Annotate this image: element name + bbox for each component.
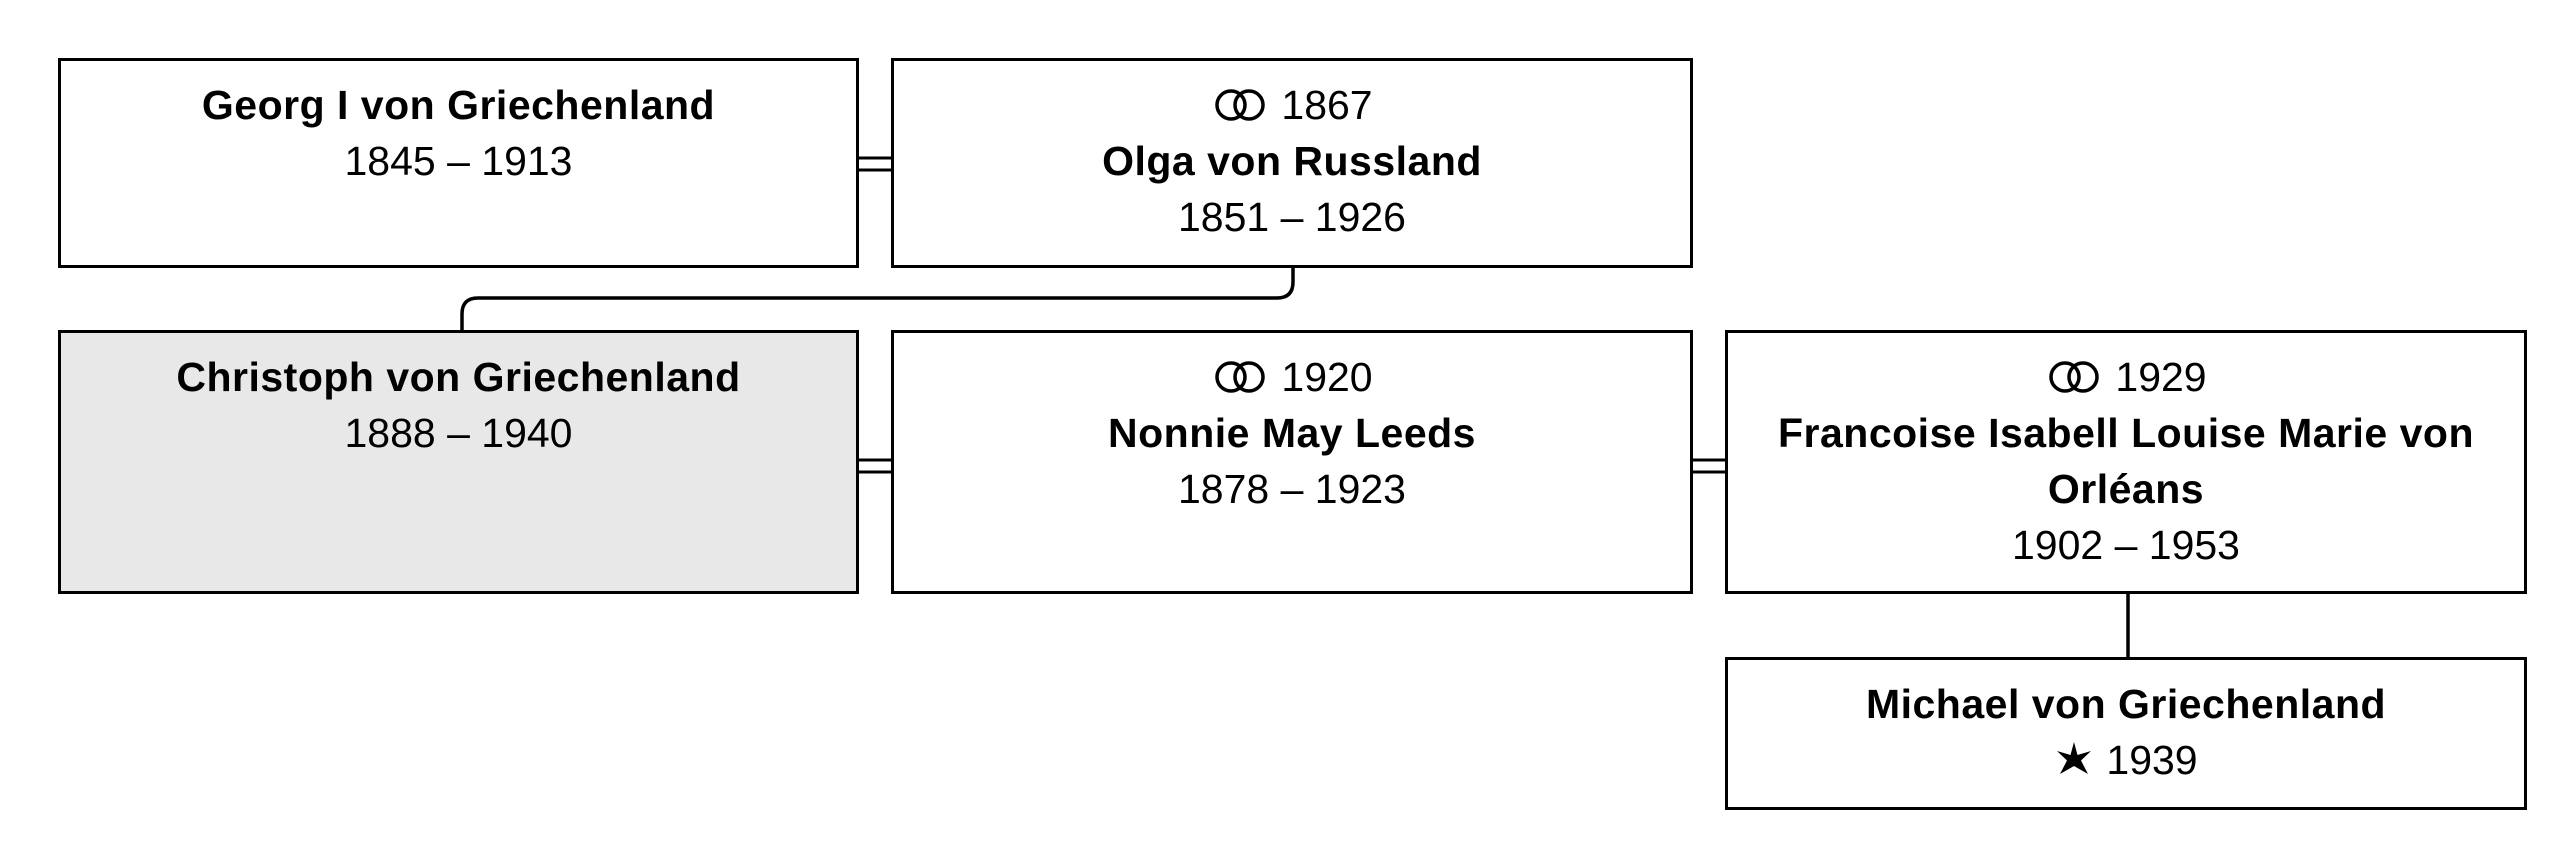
marriage-year: 1920 bbox=[1281, 354, 1373, 400]
marriage-info: 1929 bbox=[1728, 349, 2524, 405]
person-name: Francoise Isabell Louise Marie von Orléa… bbox=[1777, 410, 2474, 512]
person-box-michael[interactable]: Michael von Griechenland 1939 bbox=[1725, 657, 2527, 810]
person-years: 1851 – 1926 bbox=[1177, 194, 1406, 240]
person-name: Christoph von Griechenland bbox=[176, 354, 741, 400]
person-name: Michael von Griechenland bbox=[1865, 681, 2387, 727]
marriage-rings-icon bbox=[2049, 361, 2100, 393]
marriage-rings-icon bbox=[1215, 89, 1266, 121]
marriage-link-georg-olga bbox=[857, 156, 893, 172]
person-box-nonnie[interactable]: 1920 Nonnie May Leeds 1878 – 1923 bbox=[891, 330, 1693, 594]
person-years: 1888 – 1940 bbox=[344, 410, 573, 456]
person-box-olga[interactable]: 1867 Olga von Russland 1851 – 1926 bbox=[891, 58, 1693, 268]
person-box-francoise[interactable]: 1929 Francoise Isabell Louise Marie von … bbox=[1725, 330, 2527, 594]
marriage-year: 1867 bbox=[1281, 82, 1373, 128]
descent-line-parents-christoph bbox=[460, 268, 1295, 332]
person-years: 1902 – 1953 bbox=[2011, 522, 2240, 568]
birth-star-icon bbox=[2057, 742, 2092, 774]
marriage-link-nonnie-francoise bbox=[1690, 458, 1727, 474]
birth-info: 1939 bbox=[1728, 732, 2524, 788]
marriage-rings-icon bbox=[1215, 361, 1266, 393]
person-name: Nonnie May Leeds bbox=[1108, 410, 1476, 456]
person-box-georg[interactable]: Georg I von Griechenland 1845 – 1913 bbox=[58, 58, 859, 268]
marriage-info: 1867 bbox=[894, 77, 1690, 133]
marriage-year: 1929 bbox=[2115, 354, 2207, 400]
person-years: 1878 – 1923 bbox=[1177, 466, 1406, 512]
marriage-info: 1920 bbox=[894, 349, 1690, 405]
marriage-link-christoph-nonnie bbox=[857, 458, 893, 474]
person-name: Olga von Russland bbox=[1102, 138, 1482, 184]
person-name: Georg I von Griechenland bbox=[201, 82, 716, 128]
birth-year: 1939 bbox=[2106, 737, 2198, 783]
person-years: 1845 – 1913 bbox=[344, 138, 573, 184]
person-box-christoph[interactable]: Christoph von Griechenland 1888 – 1940 bbox=[58, 330, 859, 594]
